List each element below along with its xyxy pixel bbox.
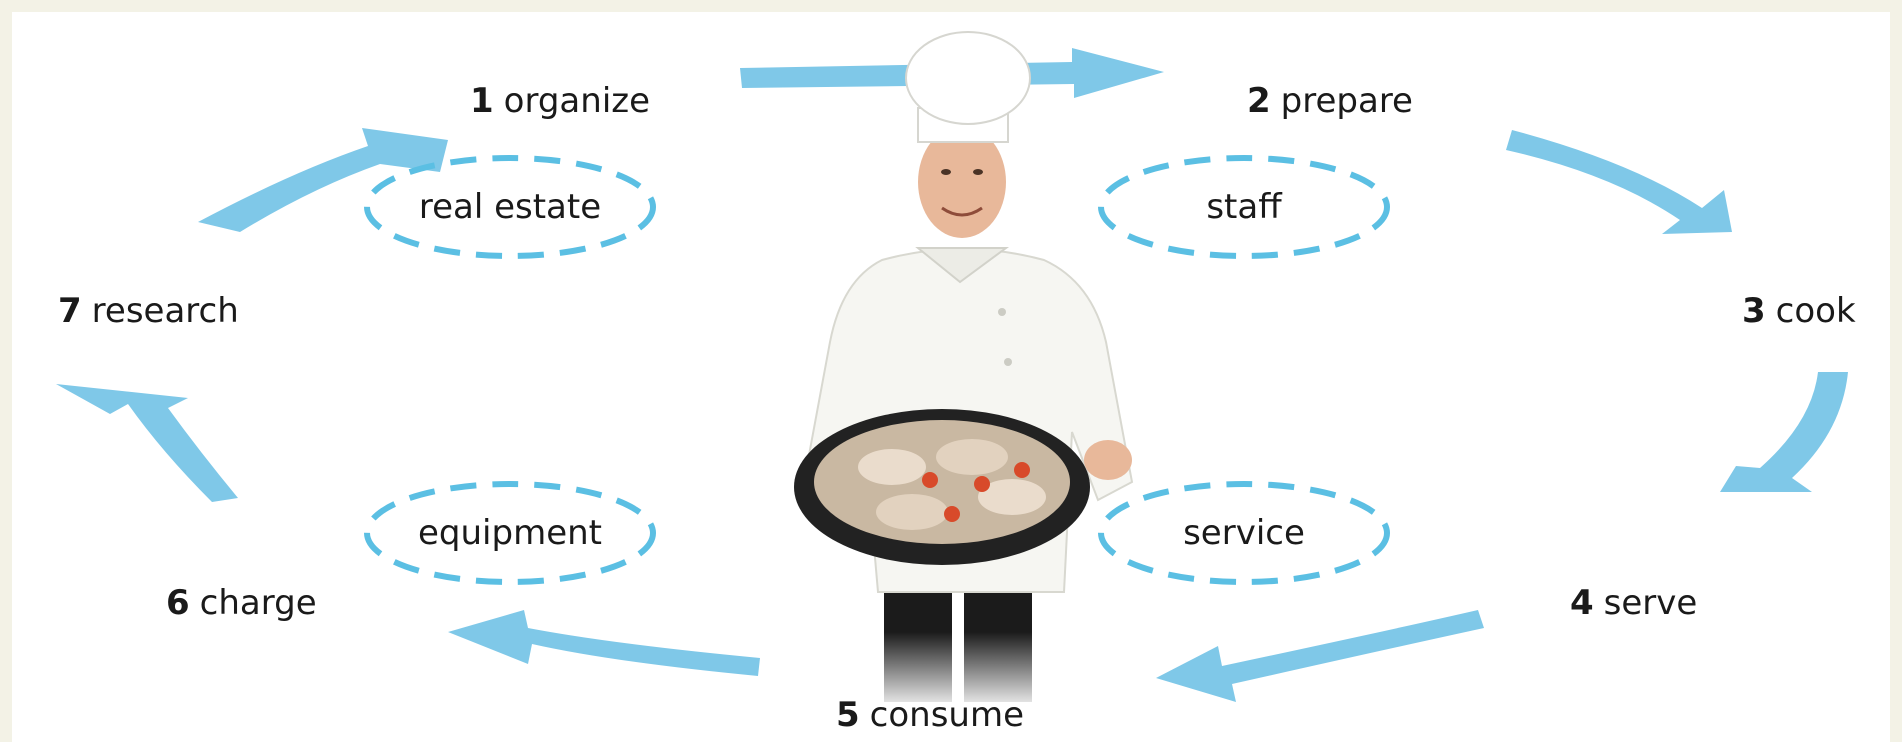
arrow-charge-to-research <box>56 384 238 502</box>
chef-illustration <box>792 31 1134 712</box>
oval-real-estate <box>364 155 656 259</box>
step-label: charge <box>199 583 317 623</box>
step-number: 2 <box>1247 81 1271 121</box>
step-number: 6 <box>166 583 190 623</box>
oval-staff <box>1098 155 1390 259</box>
arrow-prepare-to-cook <box>1506 130 1732 234</box>
oval-label-equipment: equipment <box>418 513 602 553</box>
step-number: 4 <box>1570 583 1594 623</box>
step-number: 5 <box>836 695 860 735</box>
arrow-cook-to-serve <box>1720 372 1848 492</box>
step-label: serve <box>1603 583 1698 623</box>
step-number: 1 <box>470 81 494 121</box>
oval-equipment <box>364 481 656 585</box>
arrow-research-to-organize <box>198 128 448 232</box>
step-label: consume <box>869 695 1025 735</box>
oval-service <box>1098 481 1390 585</box>
step-number: 7 <box>58 291 82 331</box>
arrow-consume-to-charge <box>448 610 760 676</box>
oval-label-staff: staff <box>1206 187 1282 227</box>
oval-label-real-estate: real estate <box>418 187 602 227</box>
oval-label-service: service <box>1183 513 1305 553</box>
step-label: organize <box>503 81 651 121</box>
step-label: research <box>91 291 239 331</box>
cycle-graphics <box>56 31 1848 712</box>
step-number: 3 <box>1742 291 1766 331</box>
step-label: cook <box>1775 291 1856 331</box>
step-label: prepare <box>1280 81 1413 121</box>
arrow-serve-to-consume <box>1156 610 1484 702</box>
